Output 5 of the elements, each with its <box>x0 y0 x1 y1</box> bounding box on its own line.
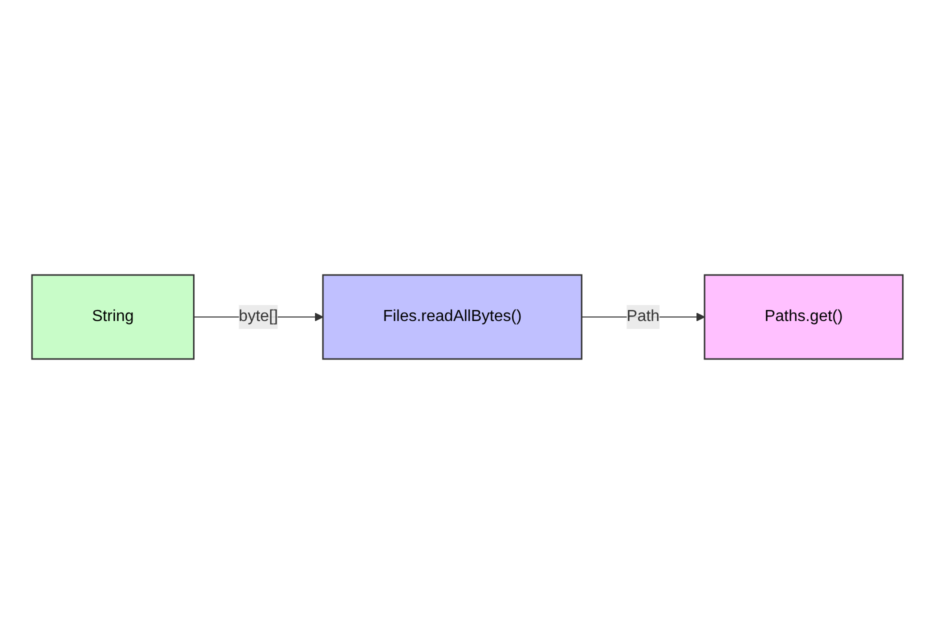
edge-label: Path <box>626 308 660 324</box>
node-box: Paths.get() <box>704 274 904 360</box>
node-box: Files.readAllBytes() <box>322 274 582 360</box>
node-box: String <box>31 274 195 360</box>
edge-label: byte[] <box>238 308 278 324</box>
